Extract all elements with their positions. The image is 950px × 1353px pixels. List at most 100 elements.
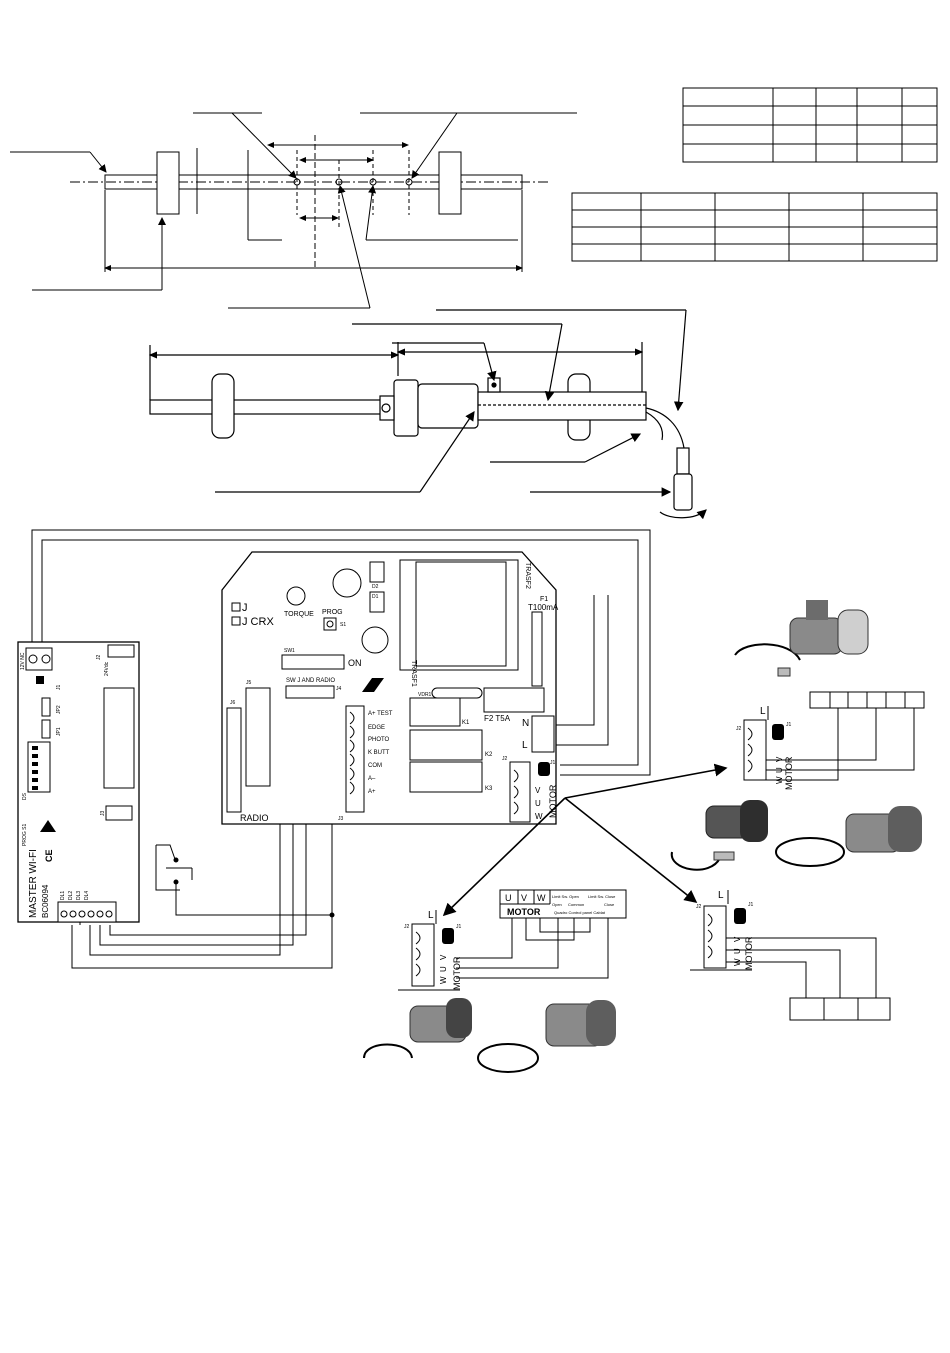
master-jp2-label: JP2 (56, 705, 62, 714)
board-d1-label: D1 (372, 594, 379, 600)
legend-note-2: Limit Sw. Close (588, 894, 616, 899)
board-n-label: N (522, 718, 529, 729)
rb-j2-label: J2 (696, 904, 702, 910)
master-jp1-label: JP1 (56, 727, 62, 736)
board-vdr1-label: VDR1 (418, 692, 432, 698)
master-code: BC06094 (41, 884, 50, 918)
board-torque-label: TORQUE (284, 611, 314, 618)
terminal-com: COM (368, 763, 382, 769)
rt-j2-label: J2 (736, 726, 742, 732)
rb-motor-label: MOTOR (744, 936, 754, 970)
rb-j1-label: J1 (748, 902, 754, 908)
legend-note-6: Quadro Control panel Cablat (554, 910, 606, 915)
board-j2-label: J2 (502, 756, 508, 762)
rb-pin-v: V (733, 936, 742, 942)
board-f1-rating: T100mA (528, 603, 559, 612)
master-led-1: DL1 (60, 891, 66, 900)
board-j5-label: J5 (246, 680, 252, 686)
board-trasf1: TRASF1 (410, 660, 417, 687)
board-swj-label: SW J AND RADIO (286, 678, 335, 684)
motor-photo-mid-right (775, 806, 922, 867)
board-v-pin: V (535, 786, 541, 795)
bl-l-label: L (428, 910, 434, 921)
dimension-table-top (682, 87, 938, 163)
board-d2-label: D2 (372, 584, 379, 590)
rb-pin-u: U (733, 948, 742, 954)
shaft-assembly-perspective (148, 309, 707, 520)
motor-routing-arrows (442, 763, 728, 917)
terminal-a-test: A+ TEST (368, 711, 393, 717)
board-f2-label: F2 T5A (484, 714, 511, 723)
board-j-label: J (242, 602, 248, 614)
legend-u: U (505, 893, 512, 903)
board-j4-label: J4 (336, 686, 342, 692)
rt-pin-v: V (775, 756, 784, 762)
terminal-photo: PHOTO (368, 737, 390, 743)
master-prog-label: PROG S1 (22, 824, 28, 846)
board-j1-label: J1 (550, 760, 556, 766)
master-led-2: DL2 (68, 891, 74, 900)
legend-header: MOTOR (507, 907, 541, 917)
board-prog-label: PROG (322, 609, 343, 616)
master-12v-label: 12V NC (20, 652, 26, 670)
dimension-table-bottom (571, 192, 938, 262)
bl-pin-v: V (439, 954, 448, 960)
legend-v: V (521, 893, 527, 903)
bl-j1-label: J1 (456, 924, 462, 930)
master-j2-label: J2 (96, 655, 102, 661)
rt-motor-label: MOTOR (784, 756, 794, 790)
terminal-edge: EDGE (368, 725, 385, 731)
board-k2-label: K2 (485, 752, 493, 758)
master-wifi-board: MASTER WI-FI BC06094 CE PROG S1 DS 12V N… (17, 641, 140, 923)
rt-l-label: L (760, 706, 766, 717)
bl-pin-w: W (439, 976, 448, 984)
terminal-labels: A+ TEST EDGE PHOTO K BUTT COM A– A+ (368, 711, 393, 795)
master-j1-label: J1 (56, 685, 62, 691)
terminal-k-butt: K BUTT (368, 750, 390, 756)
bl-motor-label: MOTOR (452, 956, 462, 990)
rt-j1-label: J1 (786, 722, 792, 728)
board-u-pin: U (535, 799, 541, 808)
master-24v-label: 24Vdc (104, 661, 110, 676)
board-j3-label: J3 (338, 816, 344, 822)
motor-panel-right-bottom: L J2 J1 MOTOR V U W (690, 890, 891, 1021)
master-ce-mark: CE (44, 849, 54, 862)
board-j6-label: J6 (230, 700, 236, 706)
master-title: MASTER WI-FI (28, 849, 39, 918)
legend-note-3: Open (552, 902, 562, 907)
master-led-3: DL3 (76, 891, 82, 900)
rt-pin-u: U (775, 767, 784, 773)
rt-pin-w: W (775, 776, 784, 784)
board-on-label: ON (348, 658, 362, 668)
board-sw1-label: SW1 (284, 648, 295, 654)
board-k3-label: K3 (485, 786, 493, 792)
board-s1-label: S1 (340, 622, 346, 628)
legend-note-1: Limit Sw. Open (552, 894, 579, 899)
legend-note-4: Common (568, 902, 584, 907)
board-trasf2: TRASF2 (524, 562, 531, 589)
board-l-label: L (522, 740, 528, 751)
motor-photo-top-right (734, 600, 869, 677)
legend-w: W (537, 893, 546, 903)
motor-photo-bottom-right (477, 1000, 616, 1073)
terminal-a-plus: A+ (368, 789, 376, 795)
board-jcrx-label: J CRX (242, 616, 274, 628)
bl-j2-label: J2 (404, 924, 410, 930)
rb-l-label: L (718, 890, 724, 901)
board-radio-label: RADIO (240, 813, 269, 823)
shaft-top-view (10, 112, 577, 309)
motor-panel-bottom-left: U V W MOTOR Limit Sw. Open Limit Sw. Clo… (398, 889, 627, 991)
motor-panel-right-top: L J2 J1 MOTOR V U W (736, 691, 925, 790)
terminal-a-minus: A– (368, 776, 376, 782)
board-f1-label: F1 (540, 596, 548, 603)
board-motor-label: MOTOR (548, 784, 558, 818)
rb-pin-w: W (733, 958, 742, 966)
master-j3-label: J3 (100, 811, 106, 817)
legend-note-5: Close (604, 902, 615, 907)
motor-photo-mid-left (670, 800, 768, 871)
master-led-4: DL4 (84, 891, 90, 900)
control-board: TRASF2 TRASF1 J J CRX TORQUE D2 D1 PROG … (221, 551, 559, 825)
board-w-pin: W (535, 812, 543, 821)
bl-pin-u: U (439, 966, 448, 972)
